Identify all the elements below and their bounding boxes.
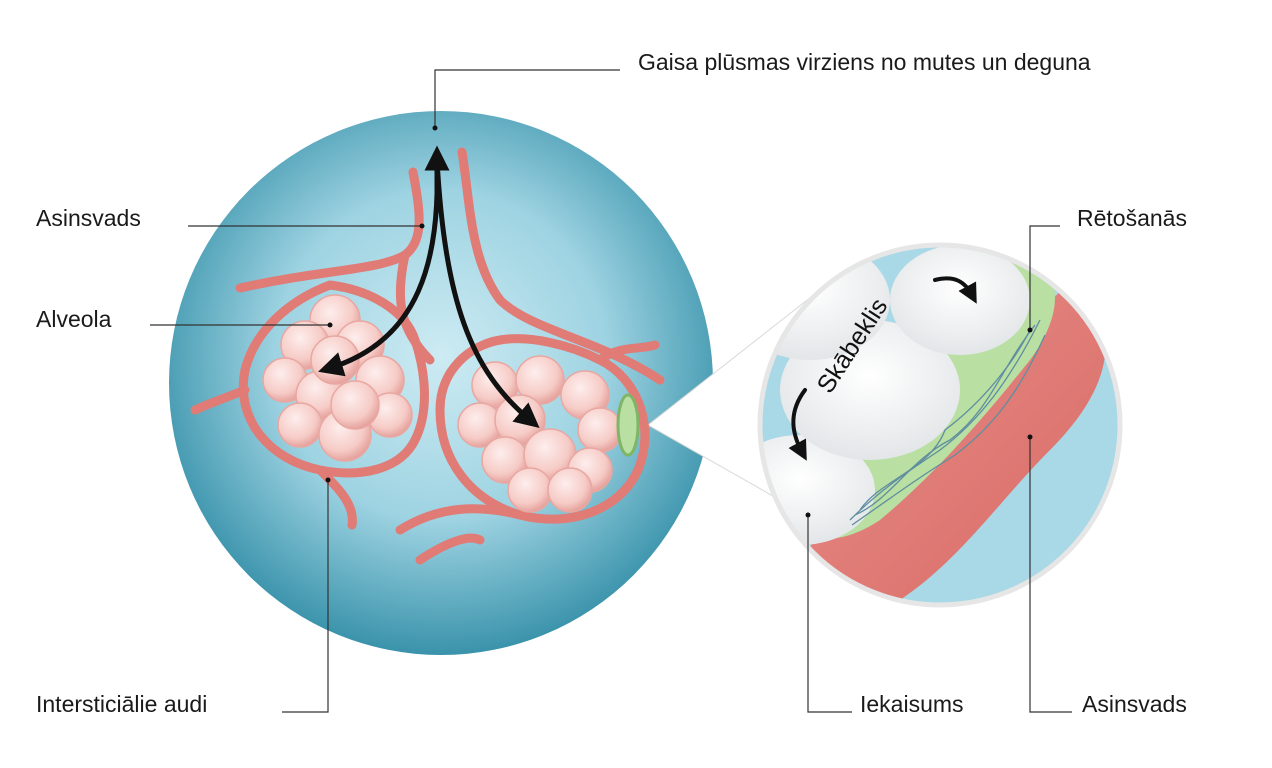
zoom-circle: Skābeklis <box>757 242 1123 608</box>
leader-lines <box>150 69 1072 713</box>
airflow-label: Gaisa plūsmas virziens no mutes un degun… <box>638 49 1091 75</box>
airflow-arrows <box>318 145 540 429</box>
leader-dots <box>325 125 1033 518</box>
blood-vessel-label-right: Asinsvads <box>1082 691 1187 717</box>
interstitial-label: Intersticiālie audi <box>36 691 208 717</box>
alveola-label: Alveola <box>36 306 112 332</box>
inflammation-patch <box>616 393 640 457</box>
inflammation-label: Iekaisums <box>860 691 964 717</box>
blood-vessel-network <box>190 147 665 565</box>
blood-vessel-label-left: Asinsvads <box>36 205 141 231</box>
scarring-label: Rētošanās <box>1077 205 1187 231</box>
